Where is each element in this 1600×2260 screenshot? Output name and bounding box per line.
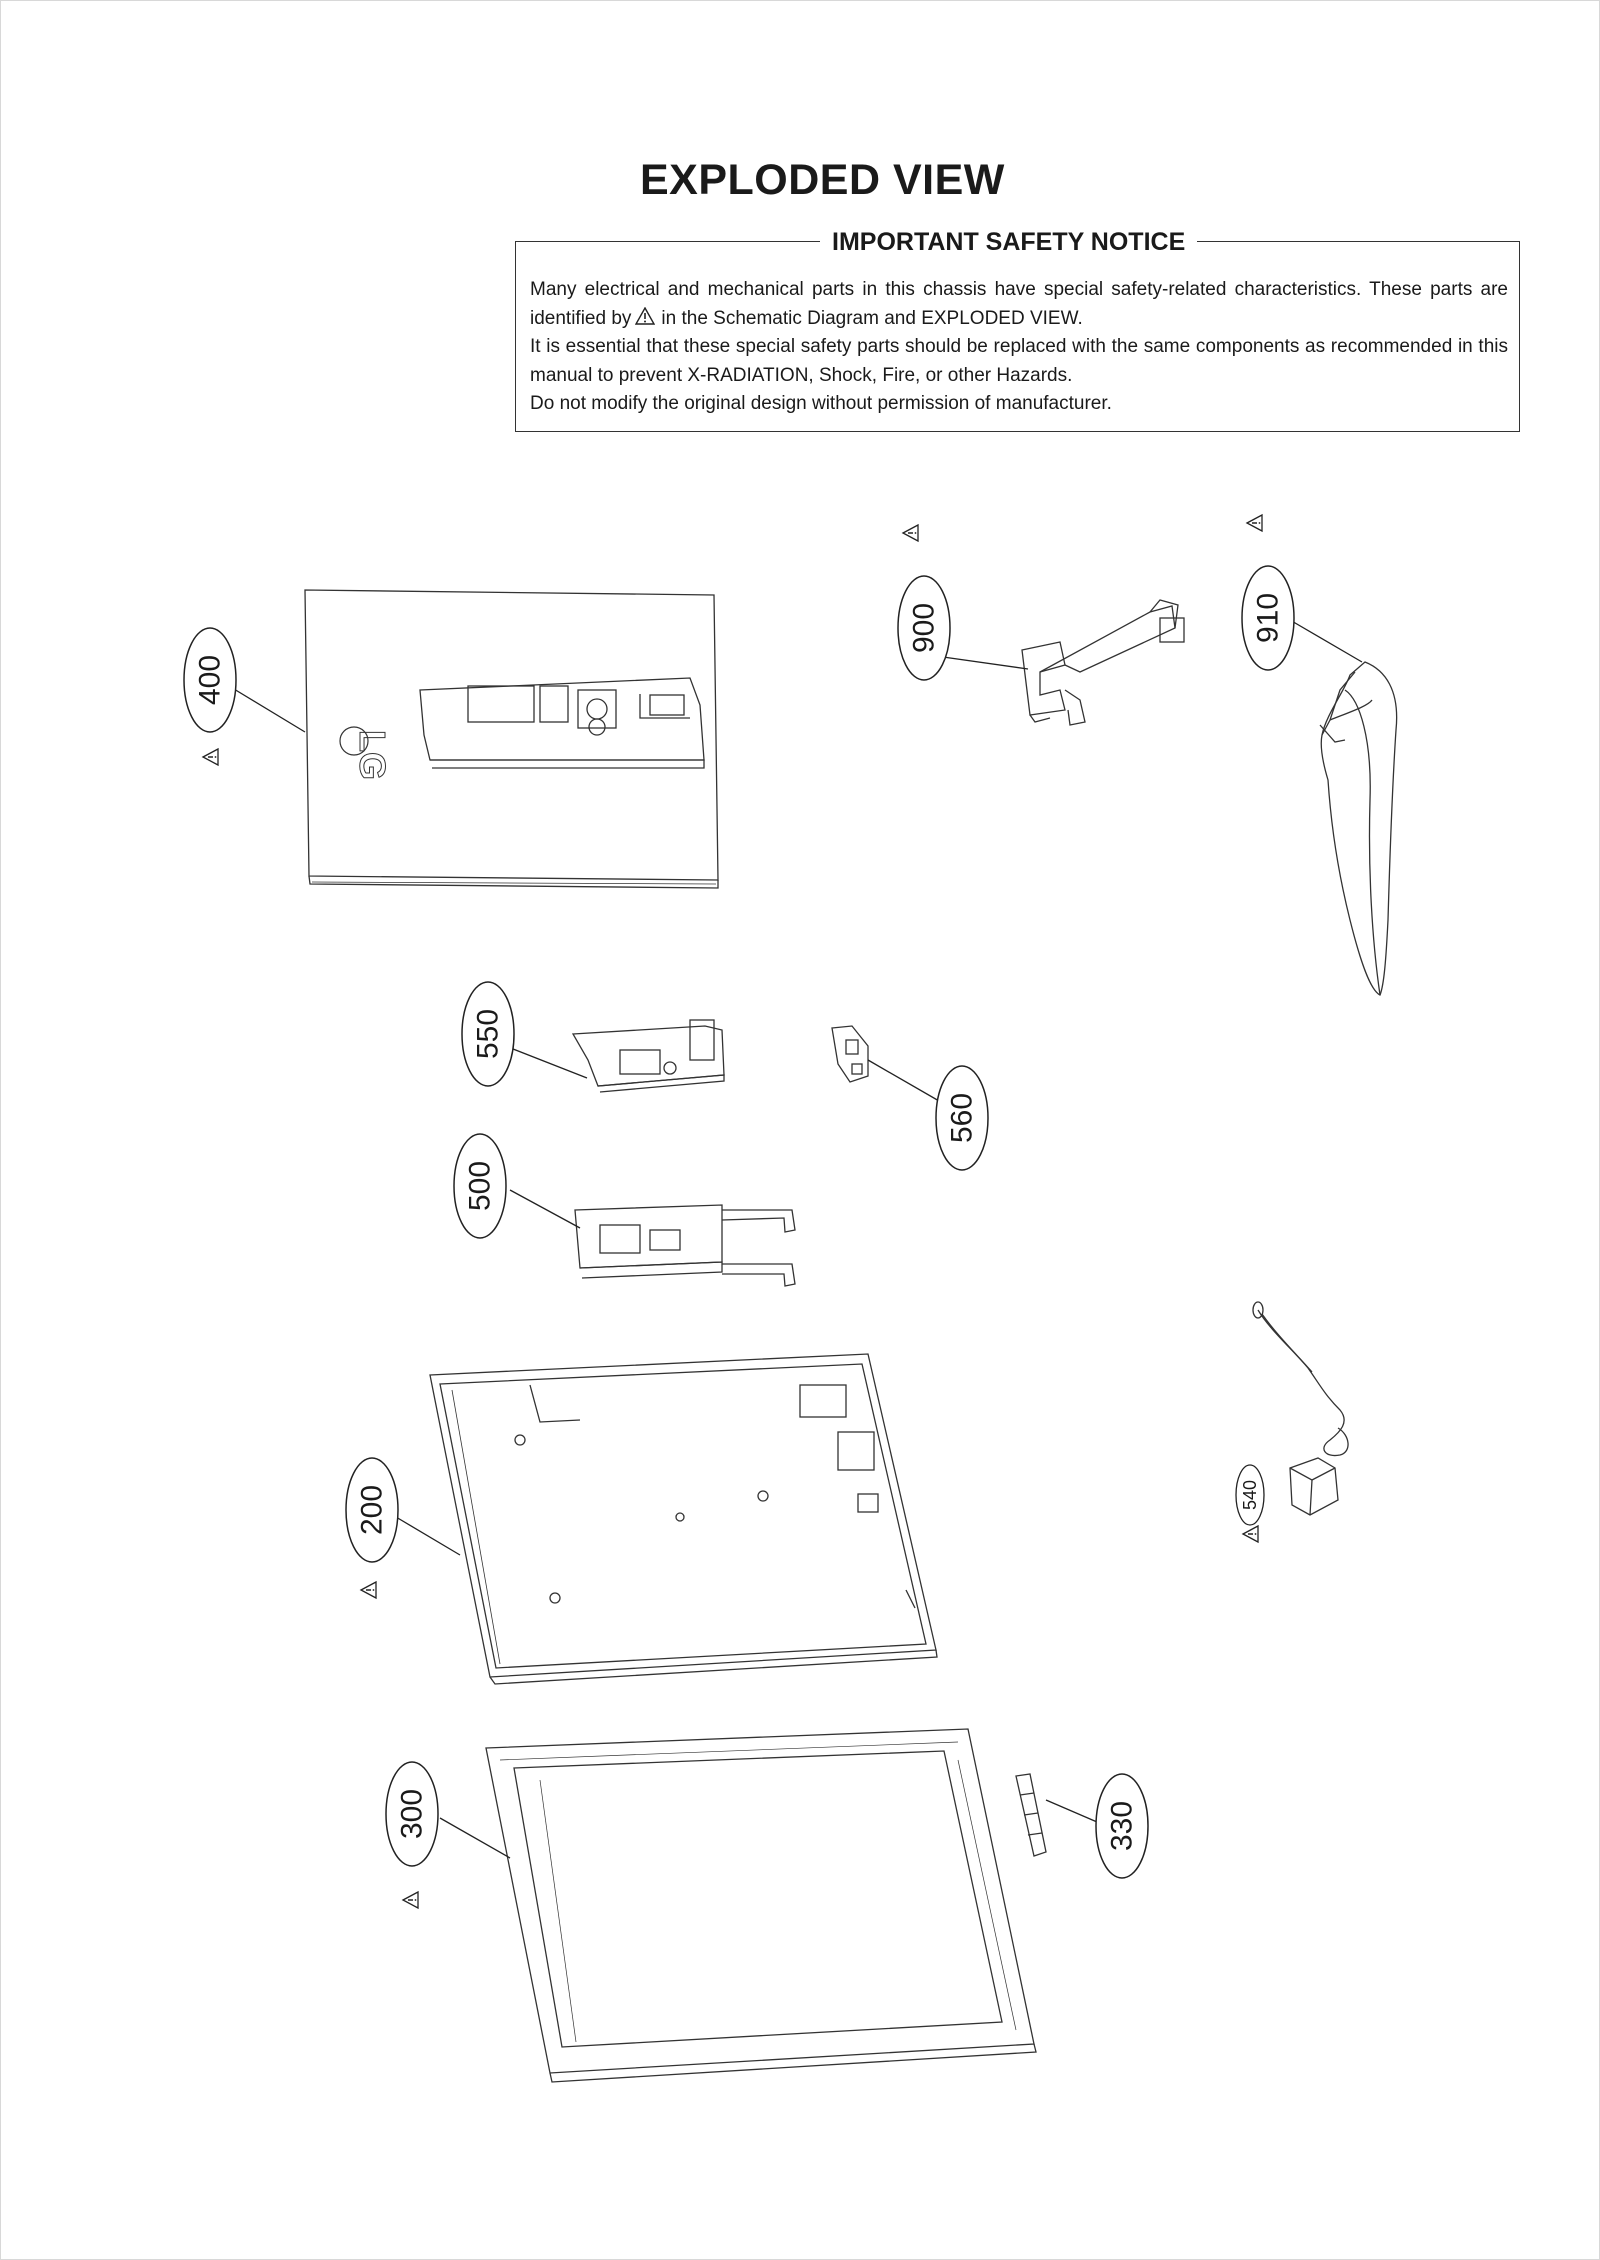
callout-540-label: 540 xyxy=(1240,1480,1260,1510)
callout-500: 500 xyxy=(453,1133,507,1239)
safety-notice-body: Many electrical and mechanical parts in … xyxy=(530,276,1508,419)
callout-300: 300 xyxy=(385,1761,439,1867)
leader-910 xyxy=(1289,619,1363,663)
leader-300 xyxy=(439,1817,511,1859)
warning-triangle-icon xyxy=(635,306,656,325)
safety-notice-line-1-post: in the Schematic Diagram and EXPLODED VI… xyxy=(661,307,1083,329)
page-title: EXPLODED VIEW xyxy=(640,156,1005,204)
callout-560-label: 560 xyxy=(946,1093,979,1143)
warning-triangle-icon xyxy=(360,1581,377,1599)
leader-900 xyxy=(935,655,1029,670)
callout-330: 330 xyxy=(1095,1773,1149,1879)
callout-500-label: 500 xyxy=(464,1161,497,1211)
lg-logo: LG xyxy=(339,726,394,781)
part-200-panel xyxy=(429,1353,938,1685)
warning-triangle-icon xyxy=(402,1891,419,1909)
callout-550: 550 xyxy=(461,981,515,1087)
part-300-front-bezel xyxy=(485,1728,1037,2083)
warning-triangle-icon xyxy=(902,524,919,542)
safety-notice-line-1: Many electrical and mechanical parts in … xyxy=(530,276,1508,333)
warning-triangle-icon xyxy=(202,748,219,766)
callout-910: 910 xyxy=(1241,565,1295,671)
leader-400 xyxy=(228,685,306,733)
part-500-board xyxy=(574,1204,796,1287)
warning-triangle-icon xyxy=(1242,1525,1259,1543)
callout-540: 540 xyxy=(1235,1464,1265,1526)
callout-400-label: 400 xyxy=(194,655,227,705)
safety-notice-line-2: It is essential that these special safet… xyxy=(530,336,1508,386)
part-400-rear-cover xyxy=(304,589,719,889)
callout-560: 560 xyxy=(935,1065,989,1171)
callout-300-label: 300 xyxy=(396,1789,429,1839)
leader-550 xyxy=(507,1046,588,1079)
safety-notice-heading: IMPORTANT SAFETY NOTICE xyxy=(820,228,1198,257)
part-550-board xyxy=(571,1019,725,1093)
safety-notice-line-1-pre: Many electrical and mechanical parts in … xyxy=(530,279,1508,329)
callout-550-label: 550 xyxy=(472,1009,505,1059)
callout-200: 200 xyxy=(345,1457,399,1563)
callout-400: 400 xyxy=(183,627,237,733)
leader-560 xyxy=(867,1059,947,1106)
leader-200 xyxy=(395,1516,461,1556)
leader-330 xyxy=(1045,1799,1105,1826)
callout-900-label: 900 xyxy=(908,603,941,653)
lg-logo-text: LG xyxy=(352,730,393,780)
callout-910-label: 910 xyxy=(1252,593,1285,643)
safety-notice-line-3: Do not modify the original design withou… xyxy=(530,393,1112,414)
part-900-bracket xyxy=(1021,599,1185,726)
part-540-adapter xyxy=(1252,1301,1349,1516)
part-330-button-board xyxy=(1015,1773,1047,1857)
callout-900: 900 xyxy=(897,575,951,681)
warning-triangle-icon xyxy=(1246,514,1263,532)
leader-lines xyxy=(228,619,1363,1859)
callout-200-label: 200 xyxy=(356,1485,389,1535)
leader-500 xyxy=(509,1189,581,1229)
part-910-stand xyxy=(1319,661,1398,996)
part-560-board xyxy=(831,1025,869,1083)
callout-330-label: 330 xyxy=(1106,1801,1139,1851)
